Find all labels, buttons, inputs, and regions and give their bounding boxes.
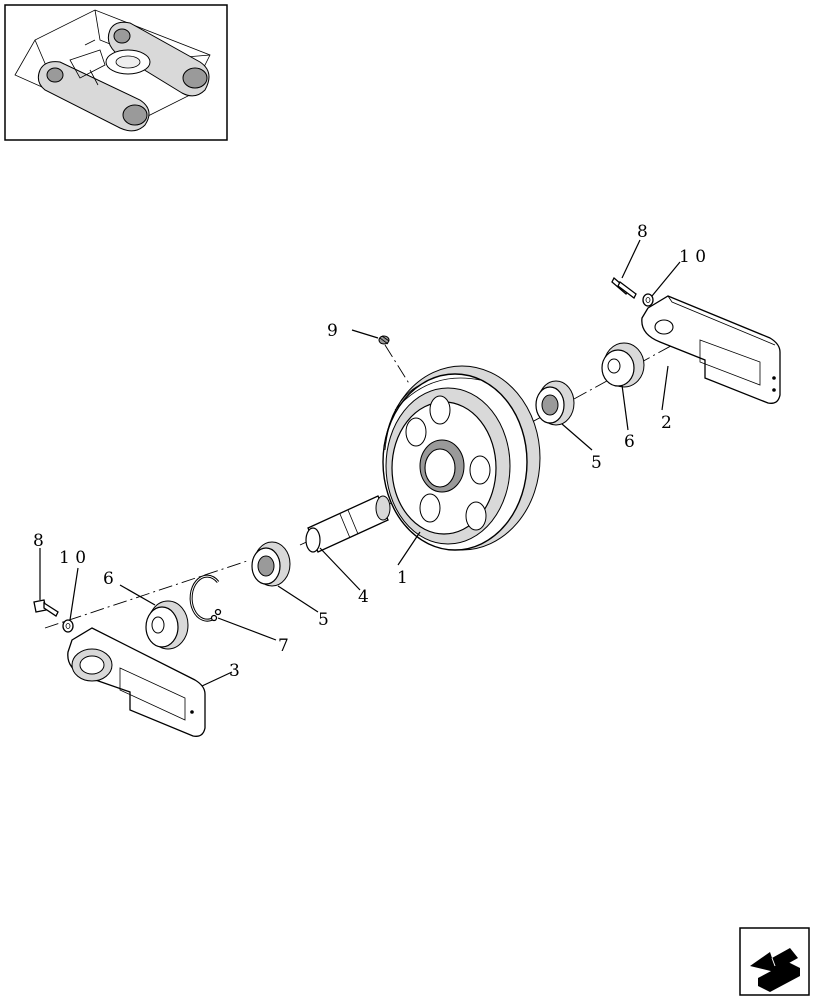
bearing-left[interactable] bbox=[251, 541, 291, 587]
callout-6-right: 6 bbox=[624, 432, 635, 452]
callout-10-left: 1 0 bbox=[59, 548, 86, 568]
arm-plate-right[interactable] bbox=[641, 295, 781, 404]
callout-2: 2 bbox=[661, 413, 672, 433]
bolt-left[interactable] bbox=[33, 599, 59, 617]
callout-6-left: 6 bbox=[103, 569, 114, 589]
callout-labels: 1 2 3 4 5 5 6 6 7 8 8 9 1 0 1 0 bbox=[33, 222, 706, 681]
washer-left[interactable] bbox=[62, 619, 74, 633]
callout-5-left: 5 bbox=[318, 610, 329, 630]
snap-ring[interactable] bbox=[189, 574, 222, 622]
collar-right[interactable] bbox=[601, 342, 645, 388]
callout-9: 9 bbox=[327, 321, 338, 341]
callout-1: 1 bbox=[397, 568, 408, 588]
leader-lines bbox=[39, 239, 681, 687]
idler-wheel[interactable] bbox=[382, 365, 541, 551]
callout-3: 3 bbox=[229, 661, 240, 681]
arm-plate-left[interactable] bbox=[67, 627, 206, 737]
return-arrow-icon[interactable] bbox=[739, 927, 810, 996]
callout-5-right: 5 bbox=[591, 453, 602, 473]
bearing-right[interactable] bbox=[535, 380, 575, 426]
plug-screw[interactable] bbox=[378, 335, 390, 345]
shaft[interactable] bbox=[305, 495, 391, 553]
callout-8-left: 8 bbox=[33, 531, 44, 551]
callout-8-right: 8 bbox=[637, 222, 648, 242]
undercarriage-thumbnail[interactable] bbox=[4, 4, 228, 141]
bolt-right[interactable] bbox=[611, 276, 637, 299]
collar-left[interactable] bbox=[145, 600, 189, 650]
callout-10-right: 1 0 bbox=[679, 247, 706, 267]
washer-right[interactable] bbox=[642, 293, 654, 307]
callout-4: 4 bbox=[358, 587, 369, 607]
callout-7: 7 bbox=[278, 636, 289, 656]
